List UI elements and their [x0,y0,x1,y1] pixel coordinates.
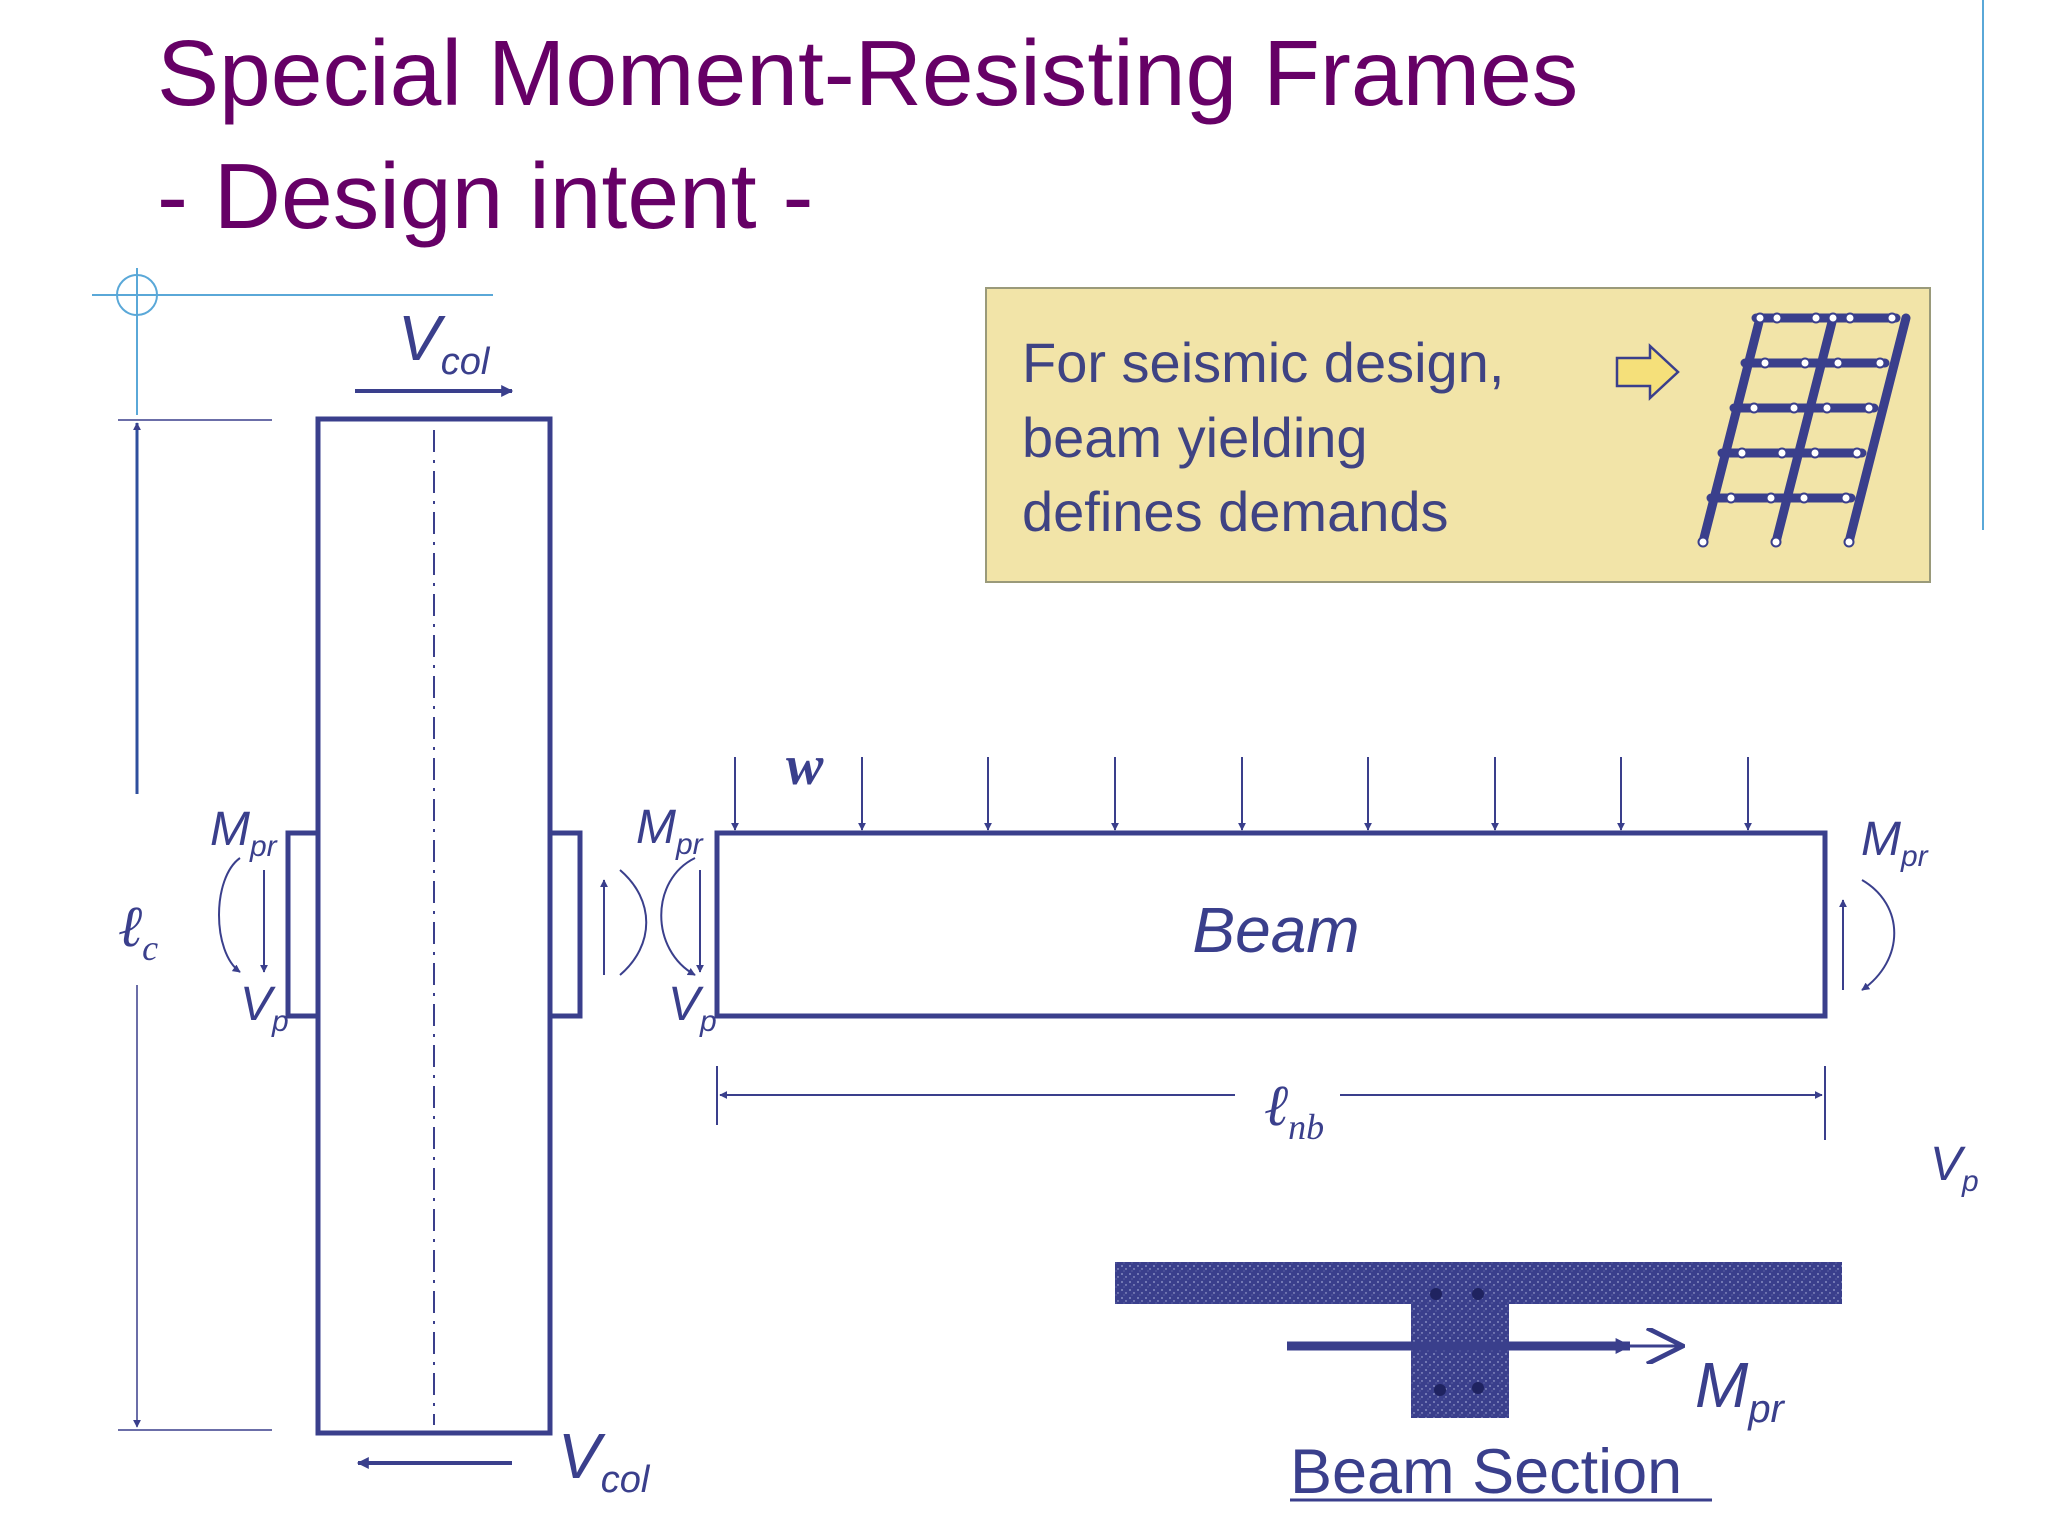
beam-span-label: ℓnb [1264,1073,1324,1147]
beam-label: Beam [1192,894,1359,966]
callout-line-1: For seismic design, [1022,331,1504,394]
beam: Beam [714,830,1828,1019]
beam-stub-right [547,830,583,1019]
beam-left-moment-label: Mpr [636,801,704,861]
beam-right-moment-arrow [1861,879,1896,991]
beam-stub-left [285,830,321,1019]
column [285,416,583,1436]
beam-left-shear-label: Vp [668,978,717,1038]
column-shear-left-label: Vp [240,978,289,1038]
column-moment-label: Mpr [210,803,278,863]
stub-right-moment-arrow [619,869,648,976]
beam-span-dimension [716,1066,1826,1140]
callout-box: For seismic design, beam yielding define… [985,287,1931,583]
callout-background [985,287,1931,583]
beam-body [714,830,1828,1019]
rebar-dot [1472,1288,1484,1300]
load-label: w [786,735,824,797]
title-line-2: - Design intent - [157,144,814,248]
column-shear-bottom-label: Vcol [558,1420,651,1501]
slide-title: Special Moment-Resisting Frames - Design… [157,12,1578,258]
beam-left-moment-arrow [660,857,696,976]
callout-line-2: beam yielding [1022,406,1368,469]
column-shear-top-label: Vcol [398,302,491,383]
beam-right-shear-label: Vp [1930,1138,1979,1198]
section-web-top [1411,1282,1509,1304]
callout-line-3: defines demands [1022,480,1449,543]
rebar-dot [1434,1384,1446,1396]
distributed-load [731,757,1752,831]
section-web [1411,1300,1509,1418]
beam-right-moment-label: Mpr [1861,813,1929,873]
beam-section: Mpr Beam Section [1115,1262,1842,1507]
beam-section-title: Beam Section [1290,1437,1682,1507]
column-height-label: ℓc [118,894,158,968]
column-height-dimension [118,419,272,1431]
rebar-dot [1472,1382,1484,1394]
rebar-dot [1430,1288,1442,1300]
hollow-right-arrow-icon [1615,343,1680,401]
column-moment-arrow [218,857,241,973]
multistory-frame-icon [1697,312,1911,548]
title-line-1: Special Moment-Resisting Frames [157,21,1579,125]
section-moment-label: Mpr [1695,1349,1786,1431]
reference-lines [92,0,1984,530]
